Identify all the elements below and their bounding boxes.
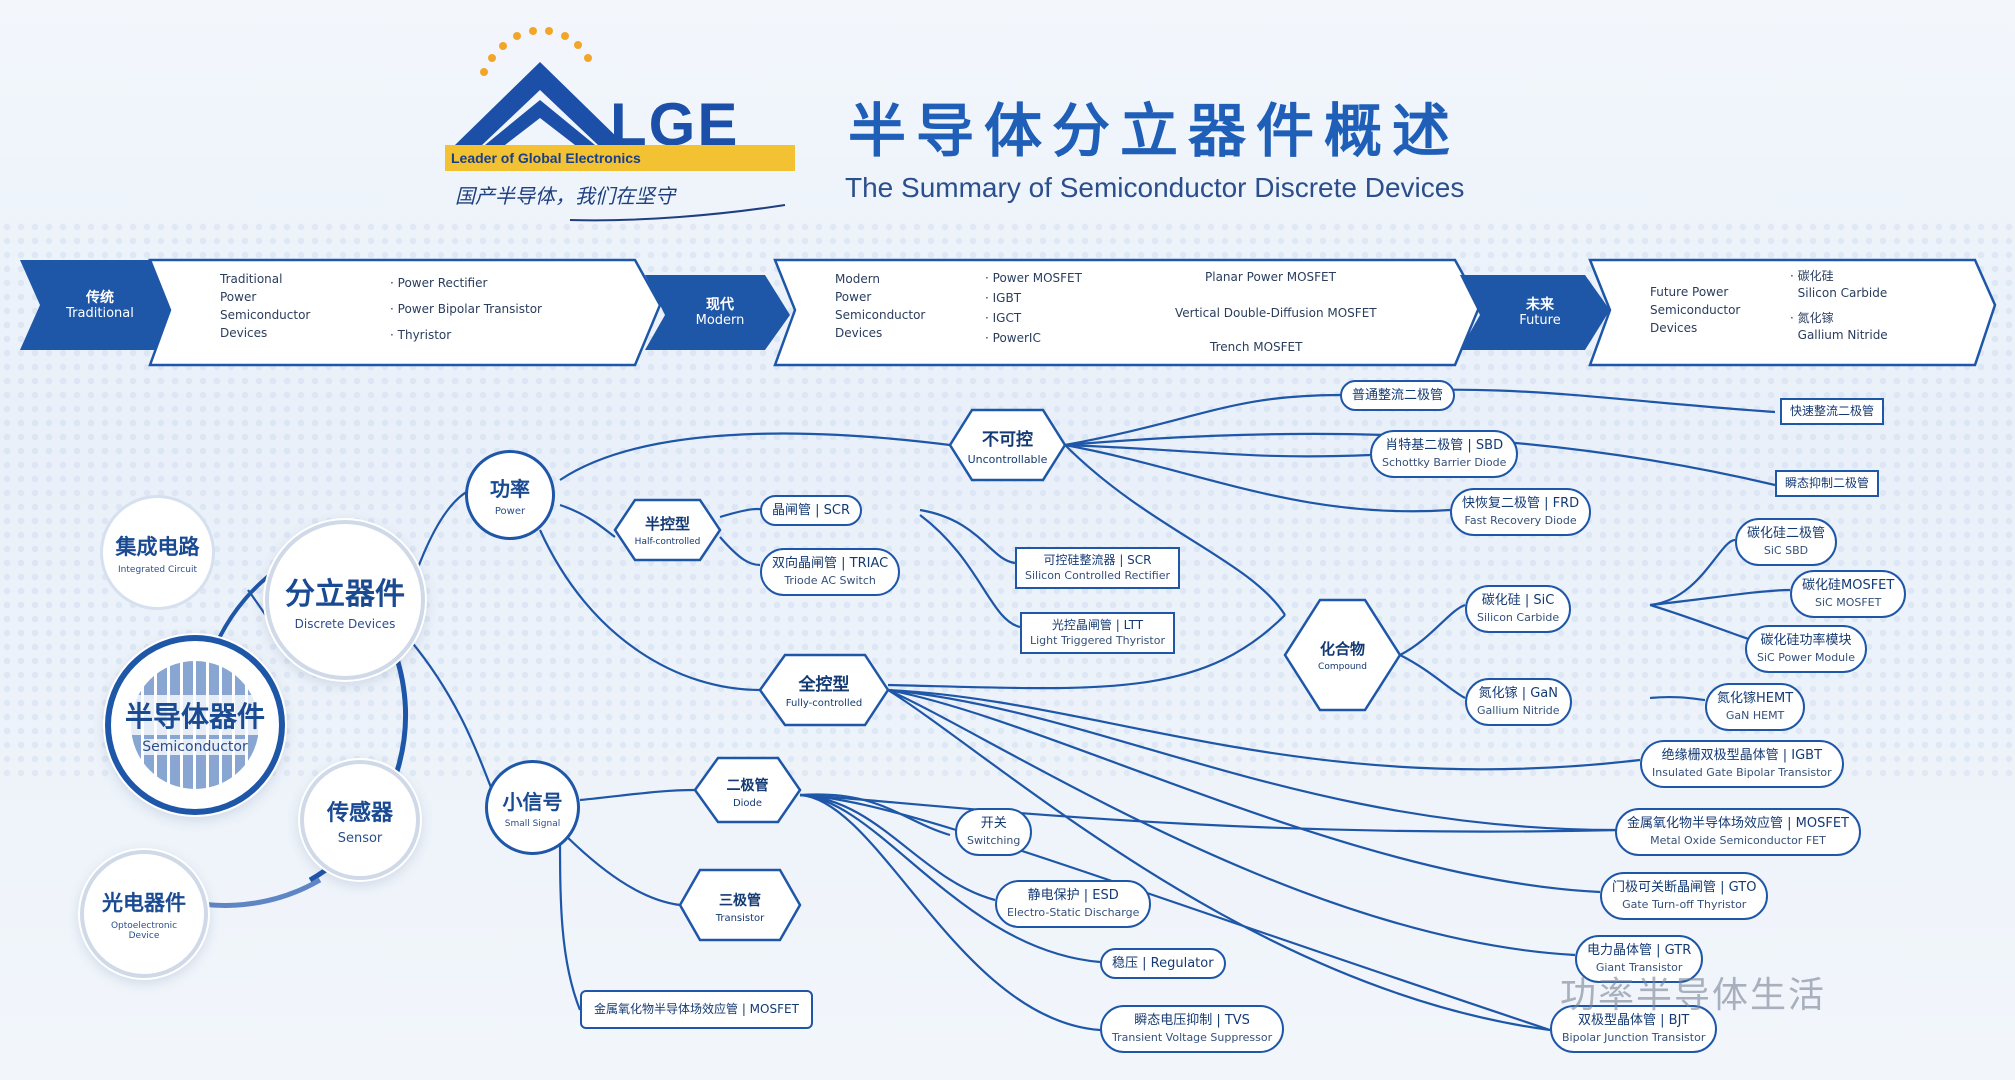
hex-compound — [1283, 598, 1402, 712]
node-integrated-circuit: 集成电路 Integrated Circuit — [100, 495, 215, 610]
timeline-future-desc: Future Power Semiconductor Devices — [1650, 285, 1741, 335]
hex-transistor — [678, 868, 802, 942]
node-optoelectronic: 光电器件 Optoelectronic Device — [80, 850, 208, 978]
node-bjt: 双极型晶体管 | BJT Bipolar Junction Transistor — [1550, 1005, 1718, 1053]
timeline-tag-future: 未来 Future — [1519, 297, 1561, 328]
node-sic: 碳化硅 | SiC Silicon Carbide — [1465, 585, 1572, 633]
node-semiconductor: 半导体器件 Semiconductor — [105, 635, 285, 815]
page-subtitle: The Summary of Semiconductor Discrete De… — [845, 172, 1465, 203]
hex-uncontrollable — [948, 408, 1067, 482]
node-sic-mosfet: 碳化硅MOSFET SiC MOSFET — [1790, 570, 1907, 618]
node-ltt: 光控晶闸管 | LTT Light Triggered Thyristor — [1020, 612, 1175, 654]
node-sic-module: 碳化硅功率模块 SiC Power Module — [1745, 625, 1867, 673]
timeline-modern-branch-3: Trench MOSFET — [1210, 340, 1303, 354]
node-thyristor: 晶闸管 | SCR — [760, 495, 863, 526]
label-compound: 化合物 Compound — [1318, 640, 1367, 672]
node-frd: 快恢复二极管 | FRD Fast Recovery Diode — [1450, 488, 1592, 536]
node-discrete-devices: 分立器件 Discrete Devices — [265, 520, 425, 680]
label-uncontrollable: 不可控 Uncontrollable — [967, 430, 1048, 466]
page-title: 半导体分立器件概述 — [848, 97, 1461, 165]
timeline-modern-branch-1: Planar Power MOSFET — [1205, 270, 1336, 284]
node-esd: 静电保护 | ESD Electro-Static Discharge — [995, 880, 1152, 928]
timeline-future-items: · 碳化硅 Silicon Carbide · 氮化镓 Gallium Nitr… — [1790, 269, 1888, 342]
timeline-modern-desc: Modern Power Semiconductor Devices — [835, 272, 926, 340]
node-sic-sbd: 碳化硅二极管 SiC SBD — [1735, 518, 1838, 566]
lge-logo: LGE Leader of Global Electronics 国产半导体，我… — [445, 20, 805, 220]
node-regulator: 稳压 | Regulator — [1100, 948, 1226, 979]
node-scr: 可控硅整流器 | SCR Silicon Controlled Rectifie… — [1015, 547, 1181, 589]
timeline-tag-traditional: 传统 Traditional — [66, 290, 134, 321]
logo-tagline: Leader of Global Electronics — [445, 145, 795, 171]
logo-slogan: 国产半导体，我们在坚守 — [455, 184, 675, 208]
hex-diode — [693, 756, 802, 824]
timeline-modern-items: · Power MOSFET · IGBT · IGCT · PowerIC — [985, 271, 1082, 345]
node-power-mosfet: 金属氧化物半导体场效应管 | MOSFET Metal Oxide Semico… — [1615, 808, 1861, 856]
node-tvs-diode: 瞬态抑制二极管 — [1775, 470, 1880, 497]
node-sensor: 传感器 Sensor — [300, 760, 420, 880]
node-gan-hemt: 氮化镓HEMT GaN HEMT — [1705, 683, 1806, 731]
lge-logo-mark — [455, 27, 625, 145]
label-half-controlled: 半控型 Half-controlled — [634, 515, 701, 547]
watermark: 功率半导体生活 — [1560, 975, 1827, 1016]
node-igbt: 绝缘栅双极型晶体管 | IGBT Insulated Gate Bipolar … — [1640, 740, 1844, 788]
node-switching-diode: 开关 Switching — [955, 808, 1033, 856]
node-gto: 门极可关断晶闸管 | GTO Gate Turn-off Thyristor — [1600, 872, 1769, 920]
timeline-traditional-desc: Traditional Power Semiconductor Devices — [220, 272, 311, 340]
node-pin-diode: 普通整流二极管 — [1340, 380, 1456, 411]
timeline-chevrons — [20, 258, 1997, 367]
timeline-modern-branch-2: Vertical Double-Diffusion MOSFET — [1175, 306, 1377, 320]
node-fast-rectifier: 快速整流二极管 — [1780, 398, 1885, 425]
node-small-mosfet: 金属氧化物半导体场效应管 | MOSFET — [580, 990, 813, 1029]
node-triac: 双向晶闸管 | TRIAC Triode AC Switch — [760, 548, 901, 596]
node-power: 功率 Power — [465, 450, 555, 540]
hex-fully-controlled — [758, 653, 890, 727]
node-tvs: 瞬态电压抑制 | TVS Transient Voltage Suppresso… — [1100, 1005, 1285, 1053]
label-diode: 二极管 Diode — [726, 778, 769, 809]
node-gan: 氮化镓 | GaN Gallium Nitride — [1465, 678, 1572, 726]
node-gtr: 电力晶体管 | GTR Giant Transistor — [1575, 935, 1704, 983]
label-fully-controlled: 全控型 Fully-controlled — [785, 675, 863, 709]
timeline-traditional-items: · Power Rectifier · Power Bipolar Transi… — [390, 276, 542, 342]
timeline-tag-modern: 现代 Modern — [695, 297, 745, 328]
node-sbd: 肖特基二极管 | SBD Schottky Barrier Diode — [1370, 430, 1519, 478]
node-small-signal: 小信号 Small Signal — [485, 760, 580, 855]
label-transistor: 三极管 Transistor — [715, 893, 765, 924]
hex-half-controlled — [613, 498, 722, 562]
